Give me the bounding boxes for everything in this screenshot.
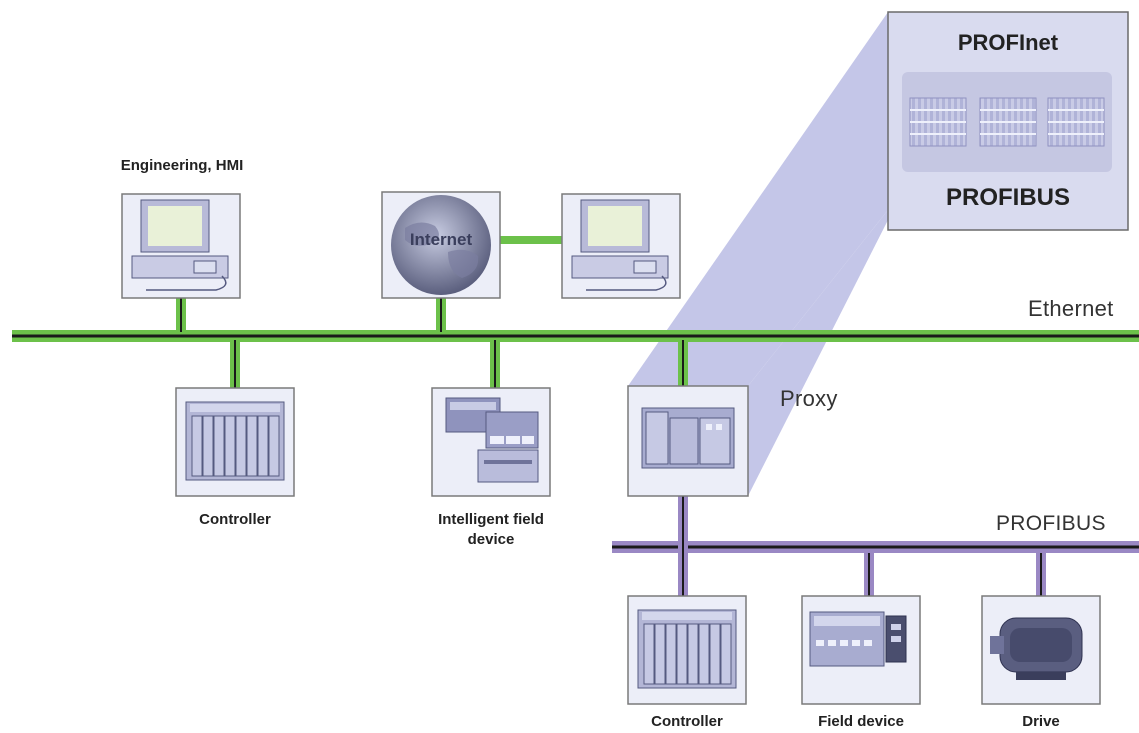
computer-icon [571,199,669,291]
label-field-device: Field device [818,713,904,730]
panel-module-right [1047,97,1105,147]
controller-profibus-box[interactable] [627,595,747,705]
drive-box[interactable] [981,595,1101,705]
computer-icon [131,199,229,291]
panel-module-center [979,97,1037,147]
internet-box[interactable] [381,191,501,299]
label-proxy: Proxy [780,386,838,411]
controller-ethernet-box[interactable] [175,387,295,497]
panel-module-left [909,97,967,147]
label-ethernet: Ethernet [1028,296,1114,321]
motor-drive-icon [990,617,1083,680]
label-engineering-hmi: Engineering, HMI [120,157,244,174]
plc-rack-icon [185,401,285,481]
engineering-hmi-box[interactable] [121,193,241,299]
ethernet-drop-cores [180,298,684,388]
profinet-panel [887,11,1129,231]
label-controller-profibus: Controller [651,713,723,730]
proxy-zoom-beam-edge [748,210,888,496]
label-internet: Internet [409,230,473,249]
label-intelligent-field-device-line1: Intelligent field [438,511,544,528]
intelligent-field-device-box[interactable] [431,387,551,497]
plc-rack-icon [637,609,737,689]
field-device-icon [445,397,539,483]
label-drive: Drive [1022,713,1060,730]
ethernet-bus [12,330,1139,342]
remote-pc-box[interactable] [561,193,681,299]
field-device-box[interactable] [801,595,921,705]
proxy-device-icon [641,407,735,469]
proxy-zoom-beam [628,12,888,386]
label-intelligent-field-device-line2: device [467,531,515,548]
proxy-box[interactable] [627,385,749,497]
label-controller-ethernet: Controller [199,511,271,528]
profibus-drops [678,496,1046,596]
label-profinet-panel: PROFInet [957,30,1059,55]
label-profibus-bus: PROFIBUS [996,512,1106,535]
profibus-bus [612,541,1139,553]
io-module-icon [809,611,907,667]
label-profibus-panel: PROFIBUS [945,184,1070,211]
